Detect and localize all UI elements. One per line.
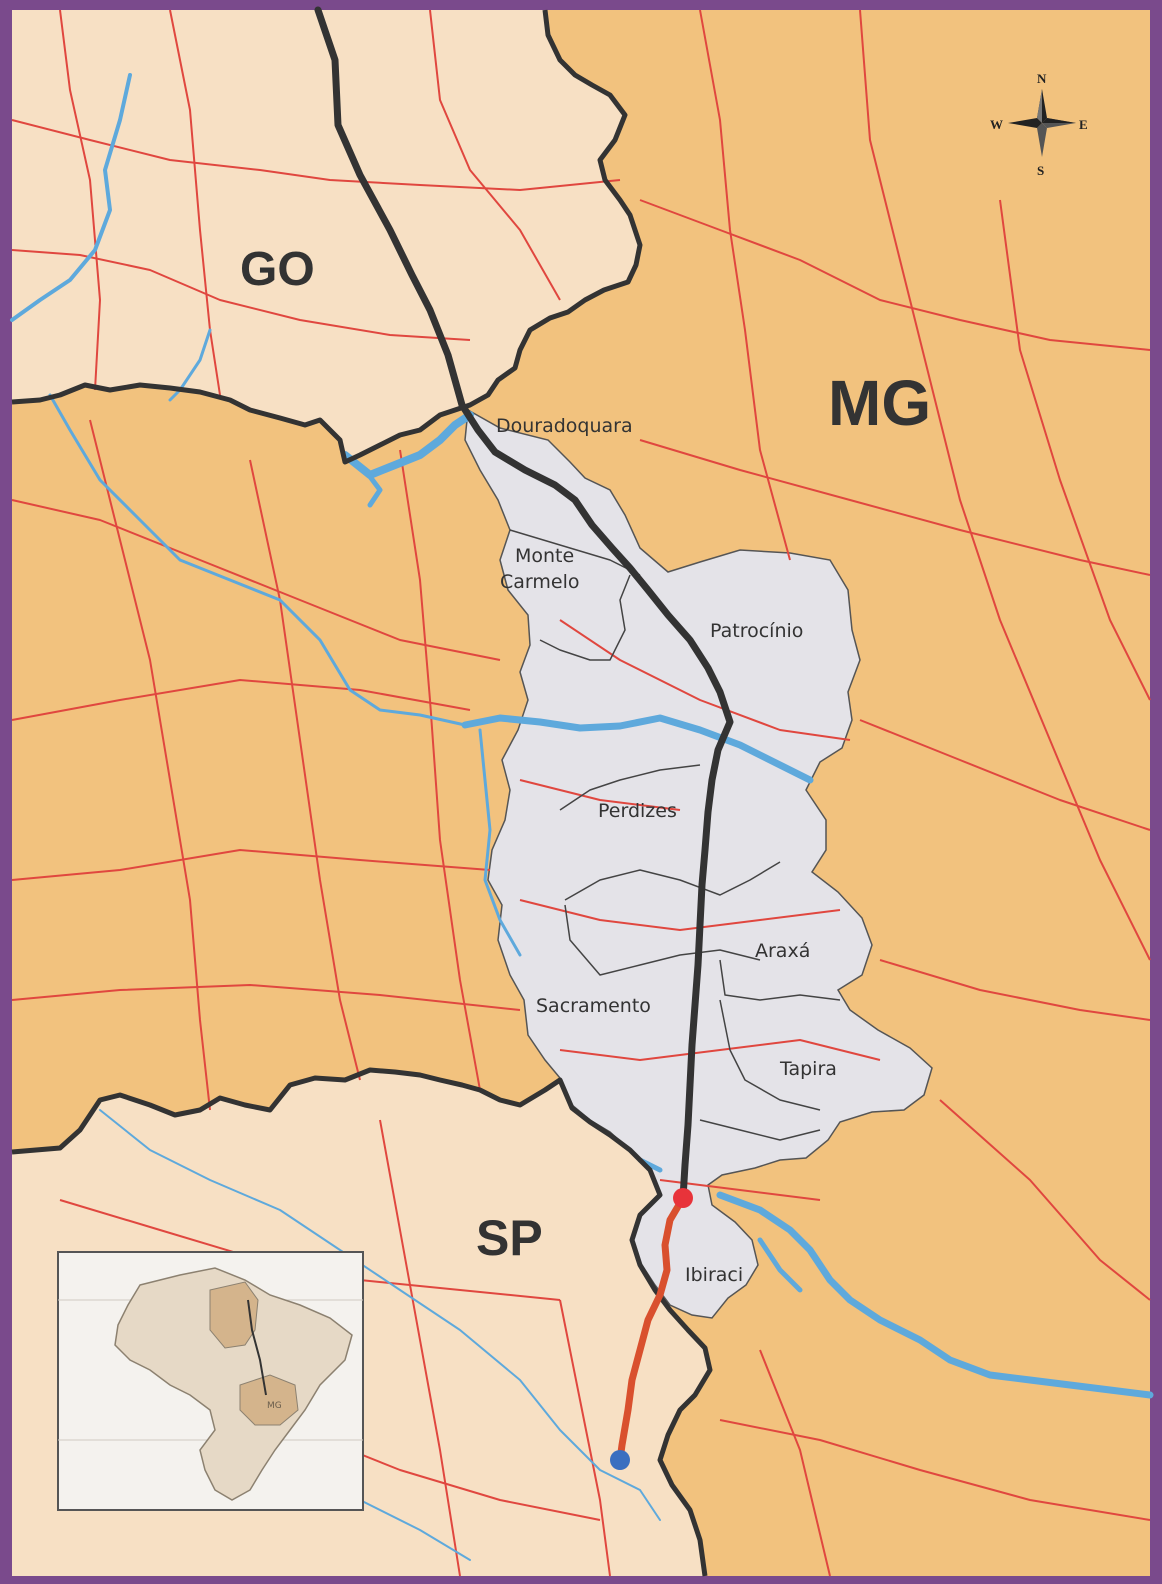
state-label-mg: MG xyxy=(828,367,931,439)
road-segment xyxy=(999,199,1151,701)
route-end-point xyxy=(610,1450,630,1470)
inset-label-mg: MG xyxy=(267,1401,282,1411)
road-segment xyxy=(11,119,621,191)
municipal-border xyxy=(564,861,781,901)
city-label-tapira: Tapira xyxy=(779,1058,837,1080)
river-segment xyxy=(10,73,132,322)
road-segment xyxy=(519,779,681,811)
municipal-border xyxy=(719,999,821,1111)
road-segment xyxy=(11,499,501,661)
municipal-border xyxy=(539,574,631,661)
road-segment xyxy=(89,419,211,1111)
state-label-sp: SP xyxy=(476,1210,543,1266)
road-segment xyxy=(249,459,361,1081)
road-segment xyxy=(11,849,491,881)
city-label-douradoquara: Douradoquara xyxy=(496,415,633,437)
municipal-border xyxy=(564,904,761,976)
city-label-sacramento: Sacramento xyxy=(536,995,651,1017)
compass-east: E xyxy=(1079,117,1088,132)
rivers-layer xyxy=(10,73,1154,1561)
compass-west: W xyxy=(990,117,1003,132)
roads-layer xyxy=(11,9,1151,1577)
road-segment xyxy=(559,1039,881,1061)
road-segment xyxy=(379,1119,461,1577)
road-segment xyxy=(399,449,481,1091)
inset-route-line xyxy=(247,1299,267,1396)
road-segment xyxy=(879,959,1151,1021)
municipal-borders xyxy=(509,529,841,1141)
road-segment xyxy=(939,1099,1151,1301)
road-segment xyxy=(59,9,101,391)
state-label-go: GO xyxy=(240,243,315,296)
border-sp-mg xyxy=(11,1067,713,1577)
border-go-mg xyxy=(11,9,643,465)
river-segment xyxy=(48,393,467,727)
city-label-monte-carmelo: Monte Carmelo xyxy=(500,545,580,593)
river-segment xyxy=(99,1109,661,1521)
road-segment xyxy=(559,619,851,741)
inset-highlight-mg xyxy=(239,1374,299,1426)
city-label-araxa: Araxá xyxy=(755,940,810,962)
compass-rose-icon: N S E W xyxy=(990,71,1088,178)
road-segment xyxy=(699,9,791,561)
route-start-point xyxy=(673,1188,693,1208)
river-segment xyxy=(716,1191,1154,1399)
city-label-ibiraci: Ibiraci xyxy=(685,1264,743,1286)
inset-highlight-region xyxy=(209,1281,259,1349)
road-segment xyxy=(11,249,471,341)
municipal-border xyxy=(699,1119,821,1141)
river-segment xyxy=(757,1237,803,1293)
municipal-border xyxy=(719,959,841,1001)
inset-locator-map: MG xyxy=(57,1251,364,1511)
main-route-line xyxy=(314,6,734,1202)
river-segment xyxy=(168,328,212,402)
road-segment xyxy=(169,9,221,396)
road-segment xyxy=(519,899,841,931)
road-segment xyxy=(429,9,561,301)
road-segment xyxy=(11,679,471,721)
river-segment xyxy=(362,467,383,508)
city-label-patrocinio: Patrocínio xyxy=(710,620,803,642)
road-segment xyxy=(719,1419,1151,1521)
compass-south: S xyxy=(1037,163,1044,178)
municipal-border xyxy=(559,764,701,811)
extension-route-line xyxy=(616,1194,687,1464)
road-segment xyxy=(11,984,521,1011)
river-segment xyxy=(461,714,814,784)
compass-north: N xyxy=(1037,71,1047,86)
road-segment xyxy=(639,199,1151,351)
road-segment xyxy=(559,1299,611,1577)
state-go-area xyxy=(12,10,640,462)
river-segment xyxy=(478,728,522,957)
road-segment xyxy=(859,719,1151,831)
road-segment xyxy=(859,9,1151,961)
road-segment xyxy=(639,439,1151,576)
brazil-locator-map xyxy=(114,1267,353,1501)
city-label-perdizes: Perdizes xyxy=(598,800,677,822)
region-alto-paranaiba xyxy=(464,408,933,1319)
road-segment xyxy=(759,1349,831,1577)
